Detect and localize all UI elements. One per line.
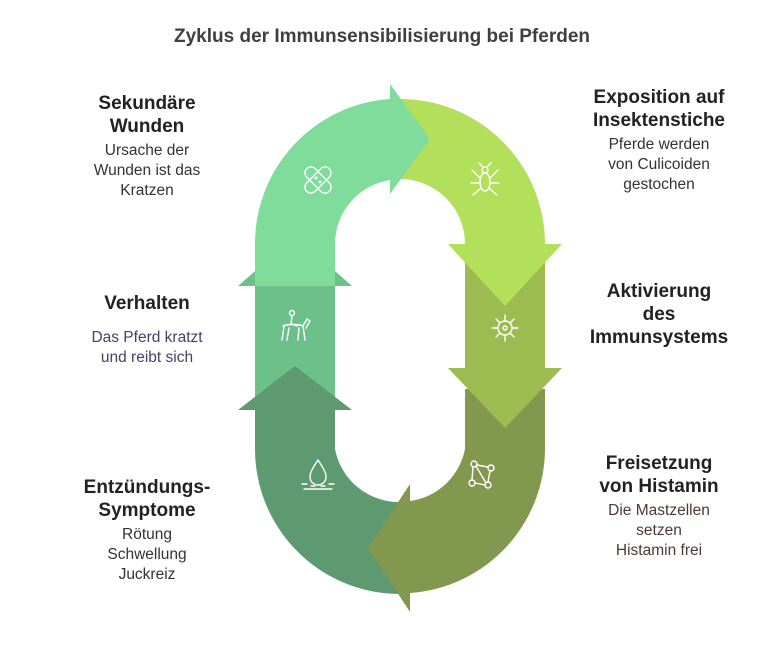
exposure-desc-3: gestochen [623, 176, 695, 193]
diagram-title: Zyklus der Immunsensibilisierung bei Pfe… [174, 26, 590, 47]
stage-label-activation: Aktivierung des Immunsystems [574, 280, 744, 349]
stage-label-histamine-release: Freisetzung von Histamin Die Mastzellen … [574, 452, 744, 561]
inflammation-desc-1: Rötung [122, 526, 172, 543]
exposure-head-2: Insektenstiche [593, 110, 725, 131]
bandage-icon [304, 166, 332, 194]
release-desc-3: Histamin frei [615, 542, 703, 559]
stage-label-inflammation: Entzündungs- Symptome Rötung Schwellung … [62, 476, 232, 585]
inflammation-head-2: Symptome [98, 500, 196, 521]
activation-head-2: des [642, 304, 676, 325]
inflammation-head-1: Entzündungs- [83, 477, 211, 498]
segment-inflammation-arrow [238, 366, 352, 420]
secondary-head-2: Wunden [109, 116, 185, 137]
segment-secondary [254, 84, 430, 286]
release-head-2: von Histamin [599, 476, 719, 497]
exposure-desc-1: Pferde werden [608, 136, 710, 153]
skin-drop-icon [301, 459, 335, 490]
insect-icon [470, 162, 500, 196]
release-desc-2: setzen [636, 522, 682, 539]
exposure-head-1: Exposition auf [593, 87, 725, 108]
behavior-desc-1: Das Pferd kratzt [91, 329, 203, 346]
activation-head-3: Immunsystems [589, 327, 729, 348]
segment-inflammation [255, 403, 400, 594]
segment-exposure [400, 99, 562, 306]
secondary-desc-2: Wunden ist das [93, 162, 201, 179]
segment-release [368, 389, 545, 612]
release-desc-1: Die Mastzellen [608, 502, 710, 519]
activation-head-1: Aktivierung [606, 281, 712, 302]
inflammation-desc-3: Juckreiz [118, 566, 176, 583]
stage-label-exposure: Exposition auf Insektenstiche Pferde wer… [574, 86, 744, 195]
secondary-desc-3: Kratzen [120, 182, 174, 199]
behavior-head-1: Verhalten [104, 293, 190, 314]
stage-label-secondary-wounds: Sekundäre Wunden Ursache der Wunden ist … [62, 92, 232, 201]
exposure-desc-2: von Culicoiden [608, 156, 710, 173]
release-head-1: Freisetzung [605, 453, 713, 474]
stage-label-behavior: Verhalten Das Pferd kratzt und reibt sic… [62, 292, 232, 368]
inflammation-desc-2: Schwellung [107, 546, 187, 563]
molecule-icon [468, 460, 495, 489]
horse-rider-icon [281, 309, 311, 341]
secondary-desc-1: Ursache der [104, 142, 190, 159]
behavior-desc-2: und reibt sich [100, 349, 194, 366]
immune-cell-icon [491, 314, 519, 342]
secondary-head-1: Sekundäre [98, 93, 196, 114]
